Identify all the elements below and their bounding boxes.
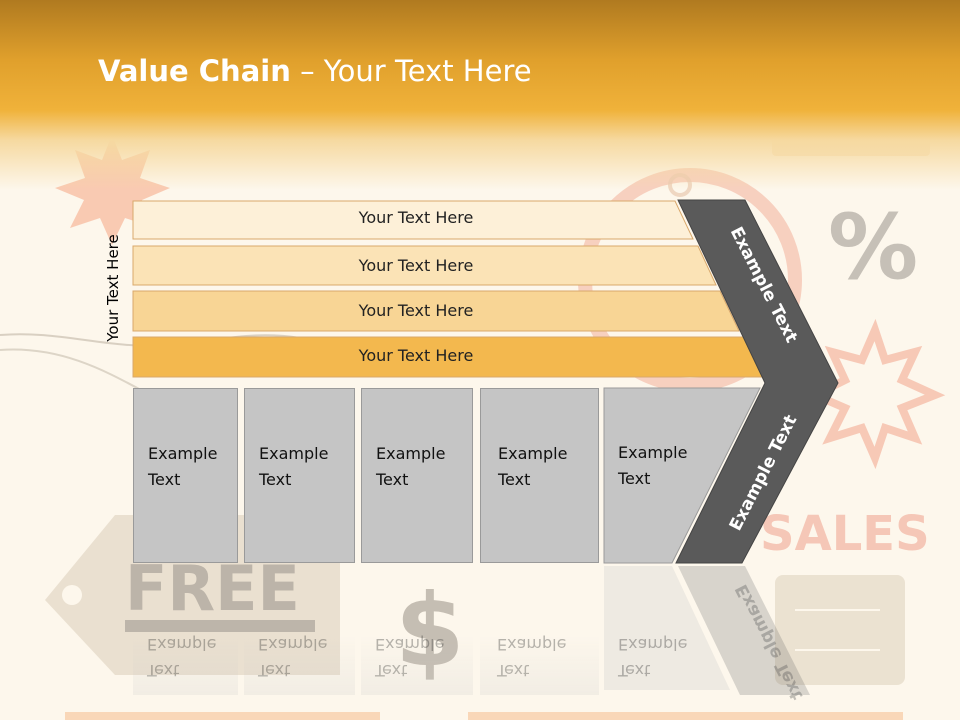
- side-label: Your Text Here: [104, 234, 122, 342]
- row-1-label: Your Text Here: [358, 208, 474, 227]
- row-2-label: Your Text Here: [358, 256, 474, 275]
- row-1-bar: [132, 200, 694, 240]
- dollar-icon: $: [395, 572, 465, 689]
- row-4-label: Your Text Here: [358, 346, 474, 365]
- row-2-bar: [132, 245, 717, 286]
- chevron-arrow: [675, 199, 839, 564]
- row-3-label: Your Text Here: [358, 301, 474, 320]
- page-title: Value Chain – Your Text Here: [98, 54, 532, 88]
- row-3-bar: [132, 290, 740, 332]
- column-5-reflection: [604, 566, 730, 690]
- free-watermark: FREE: [125, 552, 300, 625]
- title-rest: – Your Text Here: [290, 54, 532, 88]
- header-bar: [0, 0, 960, 190]
- starburst-right-icon: [805, 318, 946, 470]
- sales-watermark: SALES: [760, 506, 930, 562]
- column-5-box: [603, 387, 761, 564]
- chevron-reflection: [678, 566, 810, 695]
- title-bold: Value Chain: [98, 54, 291, 88]
- percent-icon: %: [828, 195, 918, 300]
